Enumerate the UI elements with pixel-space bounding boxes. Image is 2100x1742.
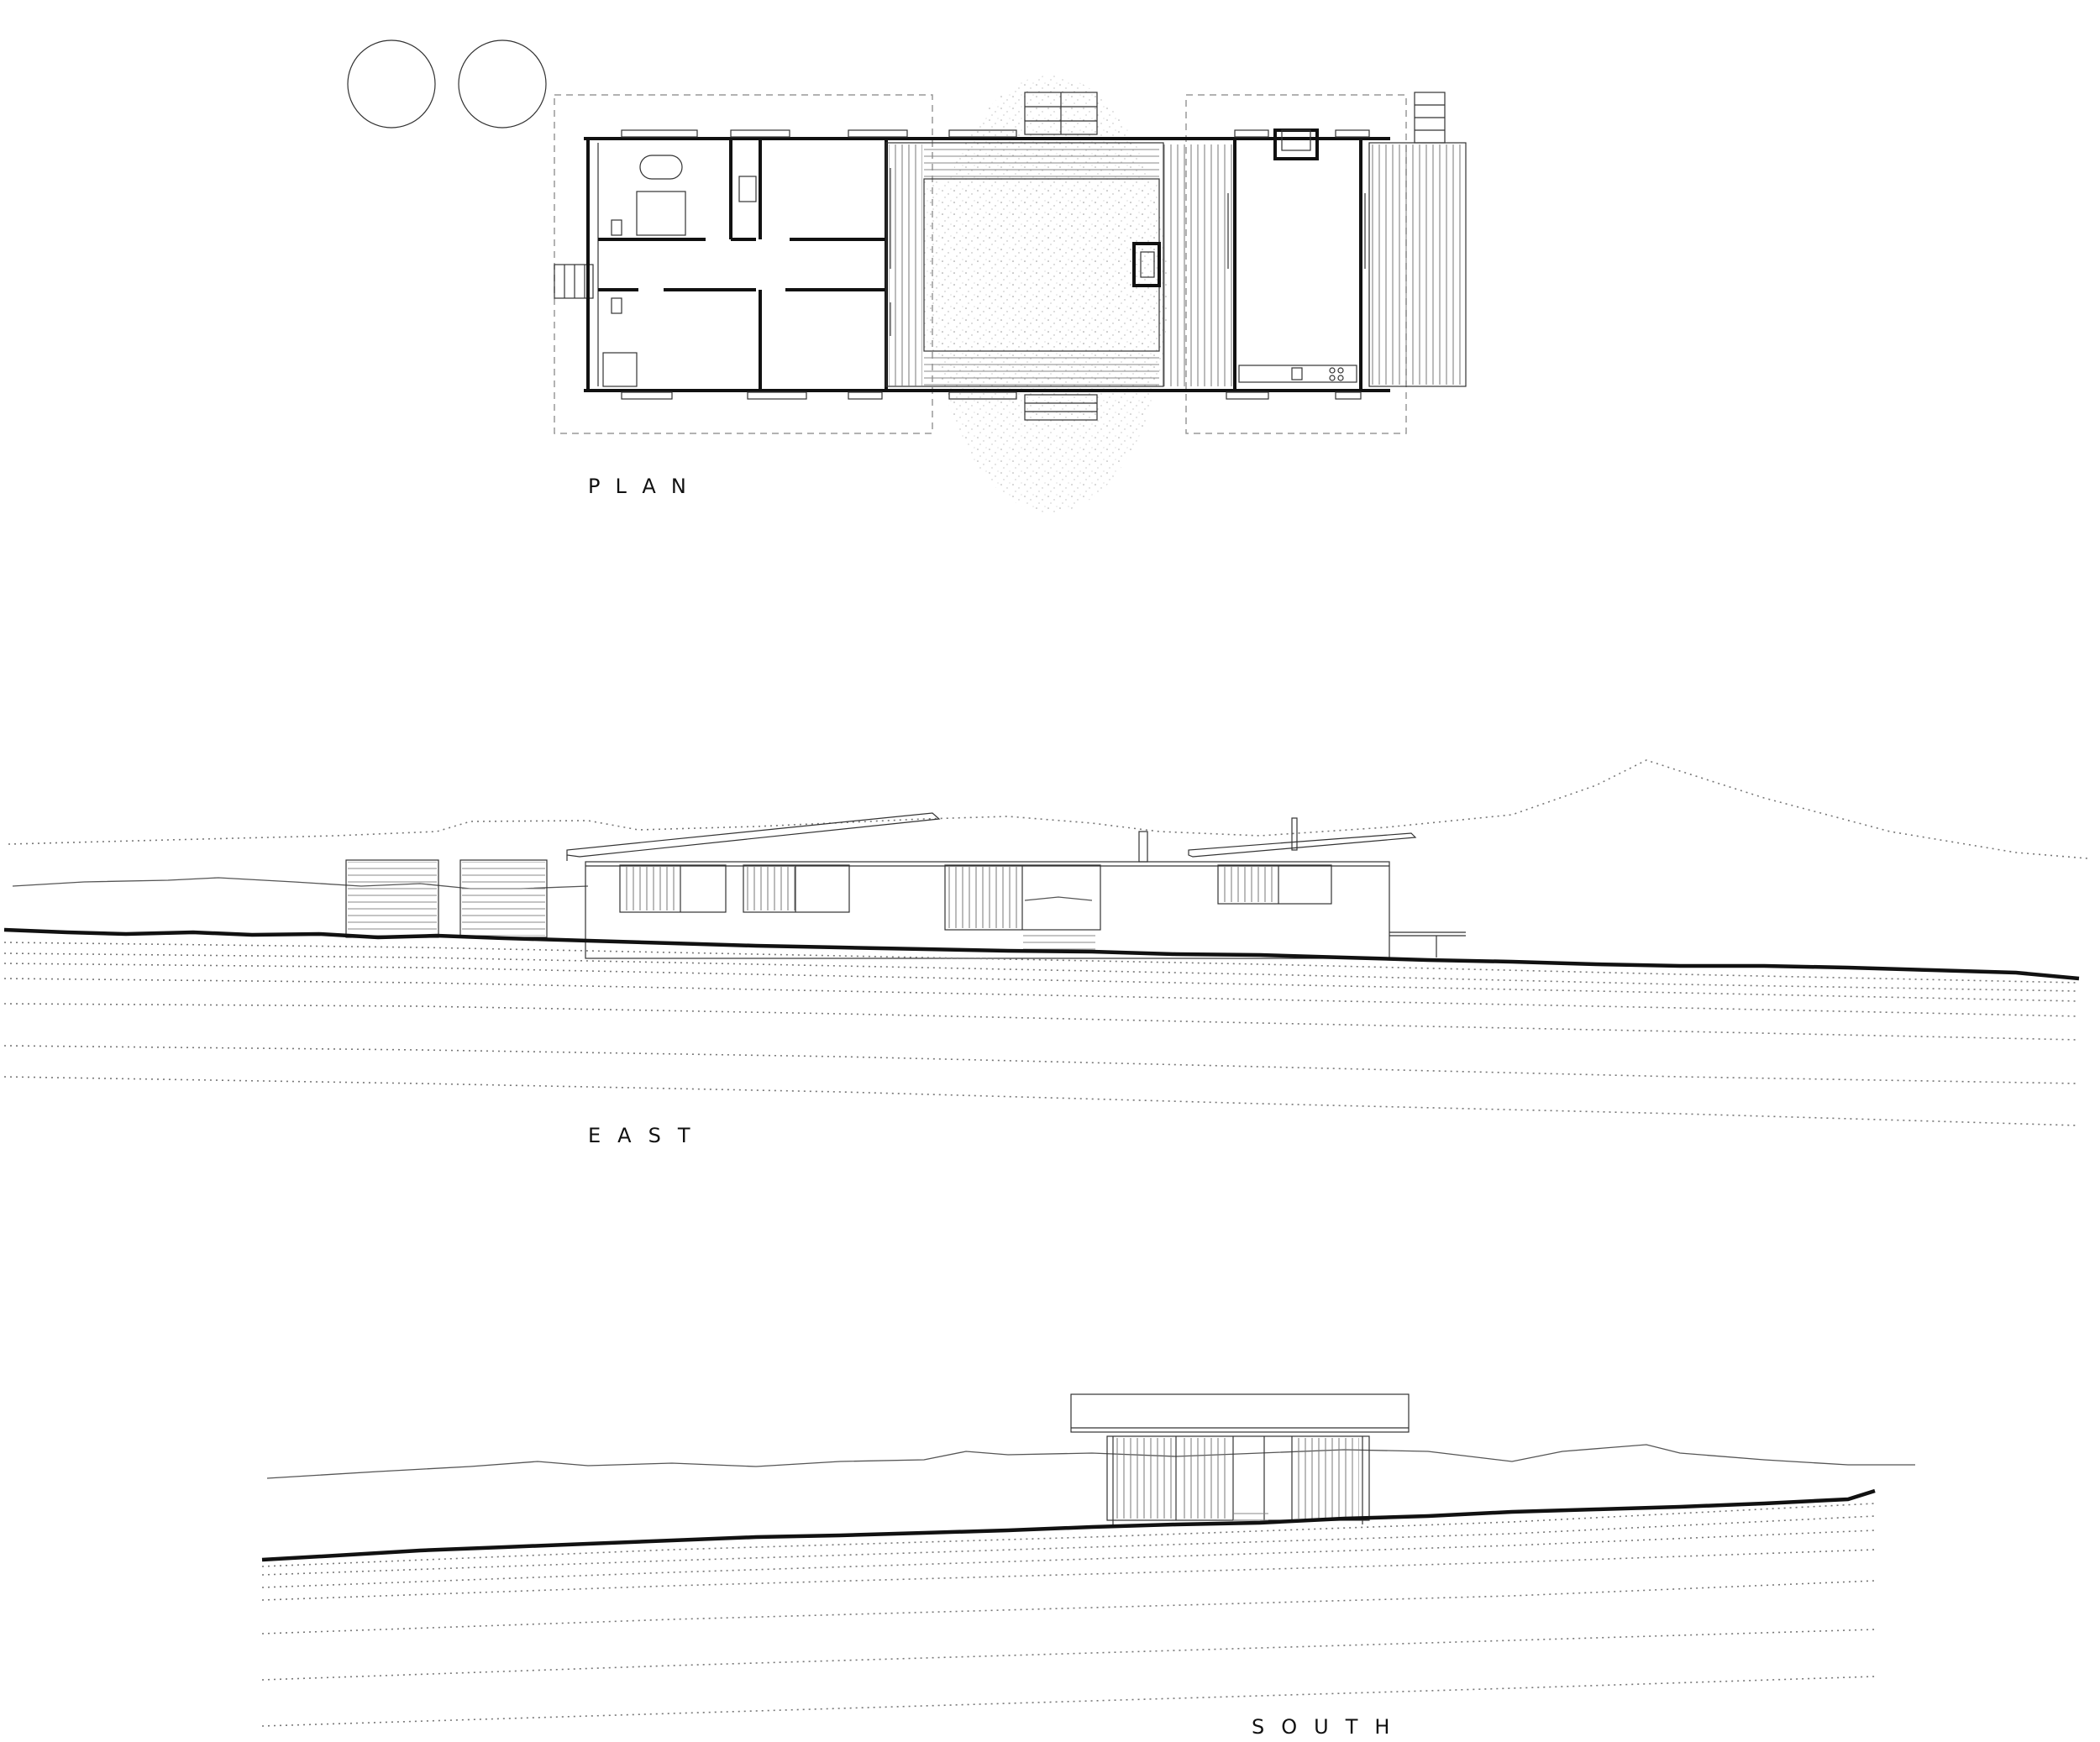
window-group	[619, 864, 727, 913]
deck-boards-top	[924, 144, 1159, 178]
vanity-icon	[602, 352, 638, 387]
south-label: SOUTH	[1252, 1715, 1406, 1739]
contour-line	[3, 978, 2080, 1017]
kitchen-bench	[1238, 365, 1357, 383]
toilet-icon	[611, 219, 622, 236]
horizon-line	[266, 1444, 1915, 1479]
tree-icon	[347, 39, 436, 129]
east-elevation	[3, 759, 2088, 1126]
deck-boards-right	[1161, 144, 1235, 386]
contour-line	[261, 1549, 1876, 1601]
contour-line	[3, 1003, 2080, 1041]
bathtub-icon	[639, 155, 683, 180]
shower-icon	[636, 191, 686, 236]
vanity-icon	[738, 176, 757, 202]
south-cladding	[1180, 1438, 1231, 1519]
south-steps	[1233, 1510, 1268, 1522]
shed-cladding	[462, 862, 545, 936]
roof	[1070, 1393, 1410, 1433]
windows-north	[621, 129, 1370, 138]
contour-line	[261, 1676, 1876, 1727]
contour-line	[3, 952, 2080, 992]
steps-top	[1024, 92, 1098, 135]
courtyard-stipple	[924, 181, 1159, 353]
contour-line	[261, 1515, 1876, 1576]
stove-icon	[1273, 129, 1319, 160]
flue	[1291, 817, 1298, 851]
windows-south	[621, 391, 1362, 400]
south-cladding	[1294, 1438, 1359, 1519]
deck-boards-left	[889, 144, 922, 386]
roof-right	[1188, 832, 1417, 858]
east-deck	[1368, 142, 1467, 387]
contour-line	[3, 963, 2080, 1002]
plan-label: PLAN	[588, 475, 701, 498]
shed-cladding	[348, 862, 437, 936]
east-label: EAST	[588, 1124, 706, 1147]
steps-right	[1414, 92, 1446, 144]
hill-line	[8, 759, 2088, 859]
window-group	[944, 864, 1101, 931]
window-group	[1217, 864, 1332, 905]
contour-line	[261, 1529, 1876, 1588]
deck-boards-bottom	[924, 353, 1159, 386]
window-group	[743, 864, 850, 913]
roof-left	[566, 812, 941, 858]
contour-line	[261, 1629, 1876, 1681]
steps-left	[554, 264, 594, 299]
south-elevation	[261, 1393, 1915, 1727]
plan-drawing	[347, 39, 1467, 512]
chimney	[1138, 831, 1148, 863]
contour-line	[3, 1045, 2080, 1084]
toilet-icon	[611, 297, 622, 314]
contour-line	[261, 1580, 1876, 1634]
steps-bottom	[1024, 394, 1098, 421]
ground-line	[261, 1488, 1876, 1562]
contour-line	[261, 1503, 1876, 1567]
fireplace-icon	[1132, 242, 1161, 287]
south-cladding	[1116, 1438, 1174, 1519]
site-outline-left	[554, 94, 933, 434]
east-deck-boards	[1371, 144, 1465, 385]
tree-icon	[458, 39, 547, 129]
contour-line	[3, 1076, 2080, 1126]
ground-line	[3, 927, 2080, 981]
